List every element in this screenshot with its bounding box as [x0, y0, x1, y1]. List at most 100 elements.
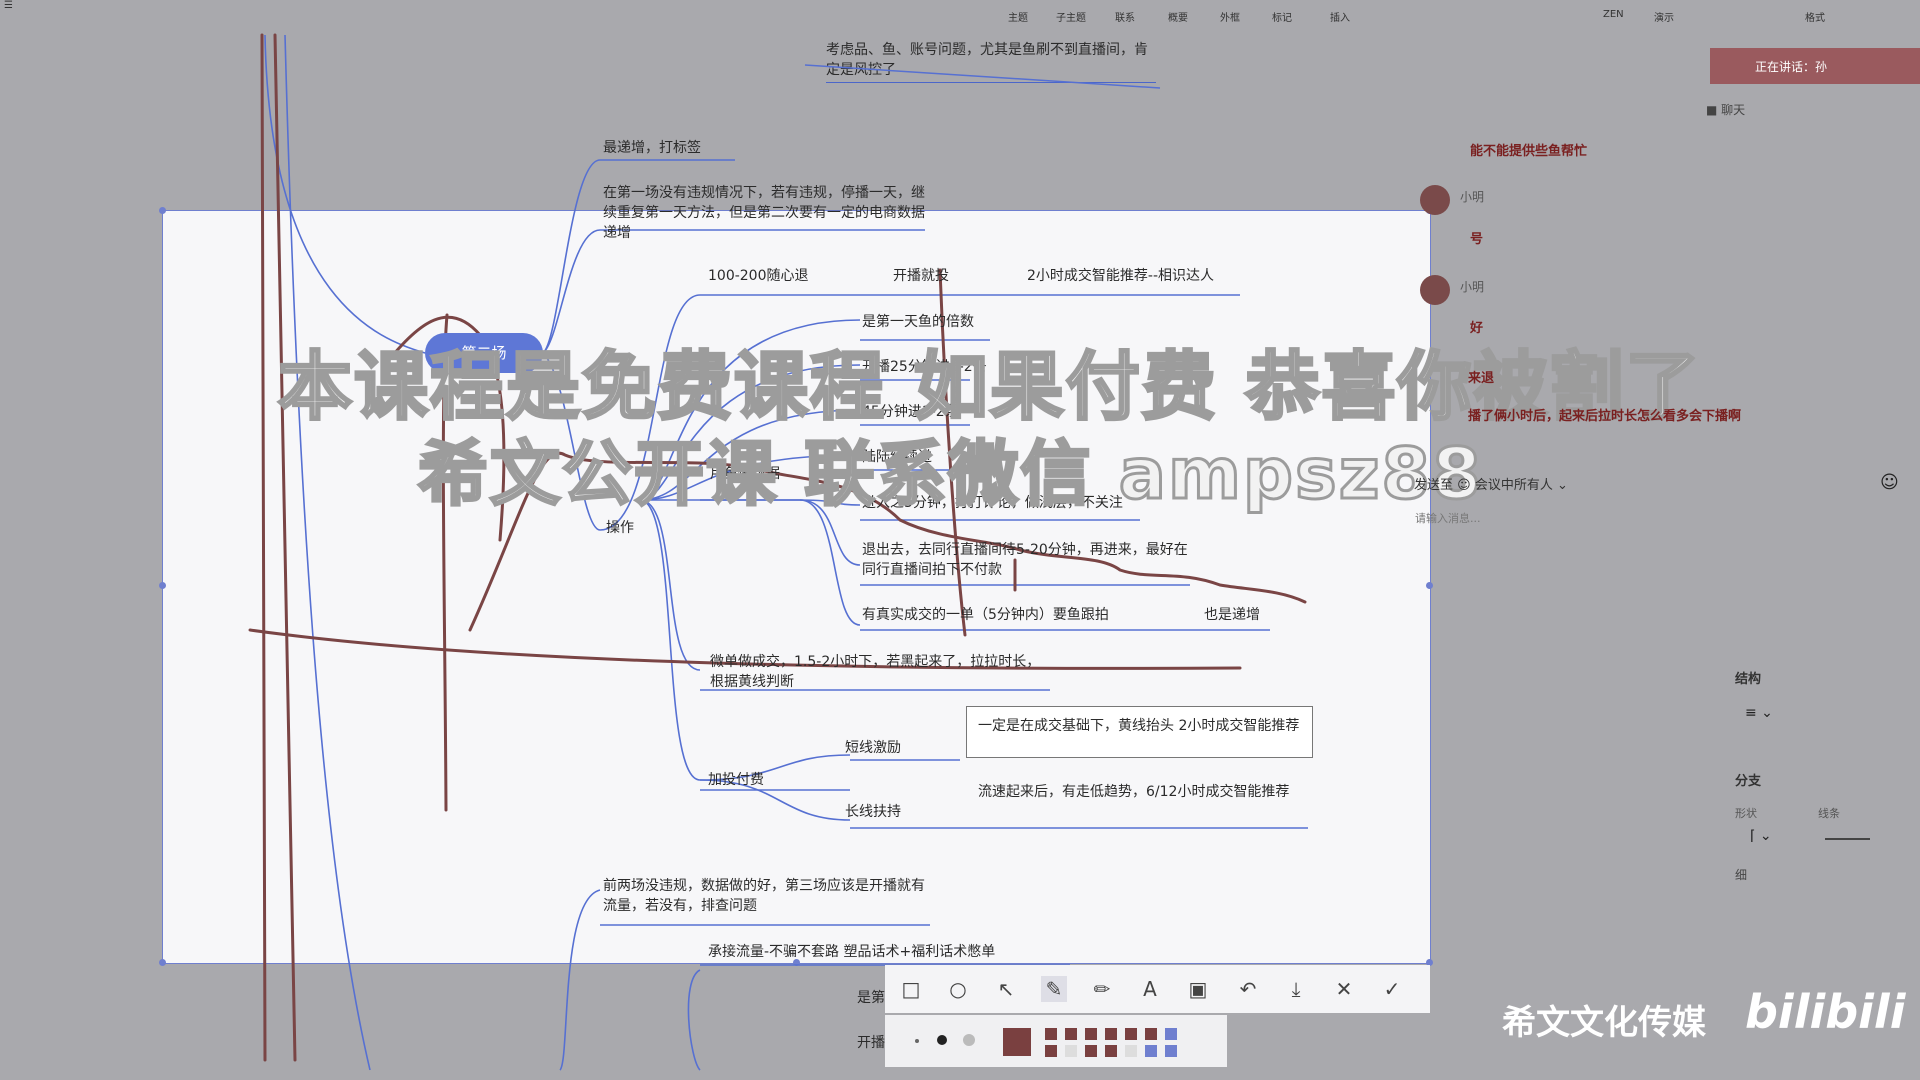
mindmap-node-also-increase[interactable]: 也是递增 — [1204, 607, 1260, 623]
mindmap-node-must-deal[interactable]: 一定是在成交基础下，黄线抬头 2小时成交智能推荐 — [978, 718, 1300, 734]
chat-input[interactable]: 请输入消息... — [1415, 512, 1481, 525]
mindmap-node-100-200[interactable]: 100-200随心退 — [708, 268, 809, 284]
circle-icon[interactable]: ○ — [949, 977, 967, 1001]
mindmap-node-fish-multiple[interactable]: 是第一天鱼的倍数 — [862, 314, 974, 330]
menu-subtopic[interactable]: 子主题 — [1056, 13, 1086, 24]
line-label: 线条 — [1818, 807, 1840, 820]
chat-message-5: 播了俩小时后，起来后拉时长怎么看多会下播啊 — [1468, 409, 1742, 424]
mindmap-node-fish-data[interactable]: 用鱼做数据 — [710, 466, 780, 482]
bilibili-logo: bilibili — [1745, 985, 1906, 1039]
user-icon: ☺ — [1457, 478, 1471, 493]
chat-message-2: 号 — [1470, 232, 1484, 247]
arrow-icon[interactable]: ↖ — [997, 977, 1015, 1001]
menu-present[interactable]: 演示 — [1654, 13, 1674, 24]
mindmap-node-escalate[interactable]: 最递增，打标签 — [603, 140, 701, 156]
menu-boundary[interactable]: 外框 — [1220, 13, 1240, 24]
chat-sender-name: 小明 — [1460, 280, 1485, 294]
close-icon[interactable]: ✕ — [1335, 977, 1353, 1001]
thickness-label: 细 — [1735, 868, 1748, 882]
line-style-dropdown[interactable] — [1825, 838, 1870, 840]
brush-size-medium[interactable] — [937, 1035, 947, 1045]
menu-summary[interactable]: 概要 — [1168, 13, 1188, 24]
current-color-swatch[interactable] — [1003, 1028, 1031, 1056]
mindmap-node-45min[interactable]: 45分钟进1-2条 — [862, 404, 959, 420]
rectangle-icon[interactable]: □ — [901, 977, 921, 1001]
color-swatch[interactable] — [1145, 1045, 1157, 1057]
mindmap-node-flow-rate[interactable]: 流速起来后，有走低趋势，6/12小时成交智能推荐 — [978, 784, 1290, 800]
mindmap-node-gradual[interactable]: 陆陆续续进 — [862, 449, 932, 465]
pen-options-palette — [885, 1015, 1227, 1067]
color-swatch[interactable] — [1125, 1045, 1137, 1057]
color-swatch[interactable] — [1085, 1028, 1097, 1040]
mindmap-node-25min[interactable]: 开播25分钟进1-2条 — [862, 359, 987, 375]
mindmap-node-callout-box[interactable] — [966, 706, 1313, 758]
menu-marker[interactable]: 标记 — [1272, 13, 1292, 24]
color-swatch[interactable] — [1145, 1028, 1157, 1040]
emoji-icon[interactable]: ☺ — [1880, 472, 1899, 493]
color-swatch[interactable] — [1045, 1045, 1057, 1057]
mindmap-node-micro-order[interactable]: 微单做成交，1.5-2小时下，若黑起来了，拉拉时长，根据黄线判断 — [710, 654, 1041, 690]
selection-handle-tl[interactable] — [159, 207, 166, 214]
mosaic-icon[interactable]: ▣ — [1188, 977, 1208, 1001]
download-icon[interactable]: ⤓ — [1291, 977, 1301, 1001]
chevron-down-icon: ⌄ — [1557, 478, 1568, 493]
send-to-label: 发送至 — [1414, 478, 1454, 493]
mindmap-node-long-support[interactable]: 长线扶持 — [845, 804, 901, 820]
top-left-label: ☰ — [4, 0, 13, 11]
mindmap-node-2h-recommend[interactable]: 2小时成交智能推荐--相识达人 — [1027, 268, 1215, 284]
selection-handle-bottom[interactable] — [793, 959, 800, 966]
selection-handle-bl[interactable] — [159, 959, 166, 966]
mindmap-node-partial-2[interactable]: 开播 — [857, 1035, 885, 1051]
selection-handle-br[interactable] — [1426, 959, 1433, 966]
send-to-row[interactable]: 发送至 ☺ 会议中所有人 ⌄ — [1414, 474, 1568, 493]
text-icon[interactable]: A — [1143, 977, 1157, 1001]
color-swatch[interactable] — [1065, 1045, 1077, 1057]
color-swatch[interactable] — [1105, 1028, 1117, 1040]
shape-dropdown[interactable]: ⌈ ⌄ — [1750, 828, 1772, 844]
color-swatch[interactable] — [1165, 1028, 1177, 1040]
mindmap-node-enter-5min[interactable]: 进入之5分钟，打打评论，做浅层，不关注 — [862, 495, 1123, 511]
mindmap-node-paid-promotion[interactable]: 加投付费 — [708, 772, 764, 788]
menu-zen[interactable]: ZEN — [1603, 9, 1624, 20]
brush-size-large[interactable] — [963, 1034, 975, 1046]
mindmap-node-operation[interactable]: 操作 — [606, 520, 634, 536]
send-to-value: 会议中所有人 — [1474, 478, 1553, 493]
mindmap-node-carry-traffic[interactable]: 承接流量-不骗不套路 塑品话术+福利话术憋单 — [708, 944, 996, 960]
speaking-indicator-button[interactable]: 正在讲话：孙 — [1710, 48, 1920, 84]
structure-dropdown[interactable]: ≡ ⌄ — [1745, 705, 1773, 721]
mindmap-node-short-incentive[interactable]: 短线激励 — [845, 740, 901, 756]
menu-format[interactable]: 格式 — [1805, 13, 1825, 24]
mindmap-node-top-text[interactable]: 考虑品、鱼、账号问题，尤其是鱼刷不到直播间，肯定是风控了 — [826, 40, 1156, 83]
chat-message-3: 好 — [1470, 321, 1484, 336]
brand-name: 希文文化传媒 — [1502, 1003, 1706, 1043]
screenshot-toolbar: □ ○ ↖ ✎ ✏ A ▣ ↶ ⤓ ✕ ✓ — [885, 965, 1430, 1013]
mindmap-node-kaibo[interactable]: 开播就投 — [893, 268, 949, 284]
color-swatch[interactable] — [1105, 1045, 1117, 1057]
selection-handle-left[interactable] — [159, 582, 166, 589]
color-swatch[interactable] — [1085, 1045, 1097, 1057]
mindmap-root-node[interactable]: 第二场 — [425, 333, 543, 373]
menu-insert[interactable]: 插入 — [1330, 13, 1350, 24]
color-swatch[interactable] — [1125, 1028, 1137, 1040]
menu-topic[interactable]: 主题 — [1008, 13, 1028, 24]
selection-handle-right[interactable] — [1426, 582, 1433, 589]
chat-tab-label: 聊天 — [1721, 103, 1746, 117]
mindmap-node-real-order[interactable]: 有真实成交的一单（5分钟内）要鱼跟拍 — [862, 607, 1109, 623]
marker-icon[interactable]: ✏ — [1093, 977, 1111, 1001]
color-swatch[interactable] — [1065, 1028, 1077, 1040]
mindmap-node-first-session[interactable]: 在第一场没有违规情况下，若有违规，停播一天，继续重复第一天方法，但是第二次要有一… — [603, 185, 925, 241]
mindmap-node-exit-return[interactable]: 退出去，去同行直播间待5-20分钟，再进来，最好在同行直播间拍下不付款 — [862, 542, 1188, 578]
watermark-line-2: 希文公开课 联系微信 ampsz88 — [417, 432, 1483, 517]
undo-icon[interactable]: ↶ — [1239, 977, 1257, 1001]
menu-relation[interactable]: 联系 — [1115, 13, 1135, 24]
color-swatch[interactable] — [1165, 1045, 1177, 1057]
avatar — [1420, 275, 1450, 305]
chat-tab[interactable]: ■ 聊天 — [1706, 101, 1745, 118]
color-swatch[interactable] — [1045, 1028, 1057, 1040]
brush-size-small[interactable] — [915, 1039, 919, 1043]
mindmap-node-first-two[interactable]: 前两场没违规，数据做的好，第三场应该是开播就有流量，若没有，排查问题 — [603, 878, 925, 914]
chat-bubble-icon: ■ — [1706, 103, 1718, 117]
pen-icon[interactable]: ✎ — [1041, 976, 1067, 1002]
confirm-check-icon[interactable]: ✓ — [1383, 977, 1401, 1001]
mindmap-node-partial-1[interactable]: 是第 — [857, 990, 885, 1006]
